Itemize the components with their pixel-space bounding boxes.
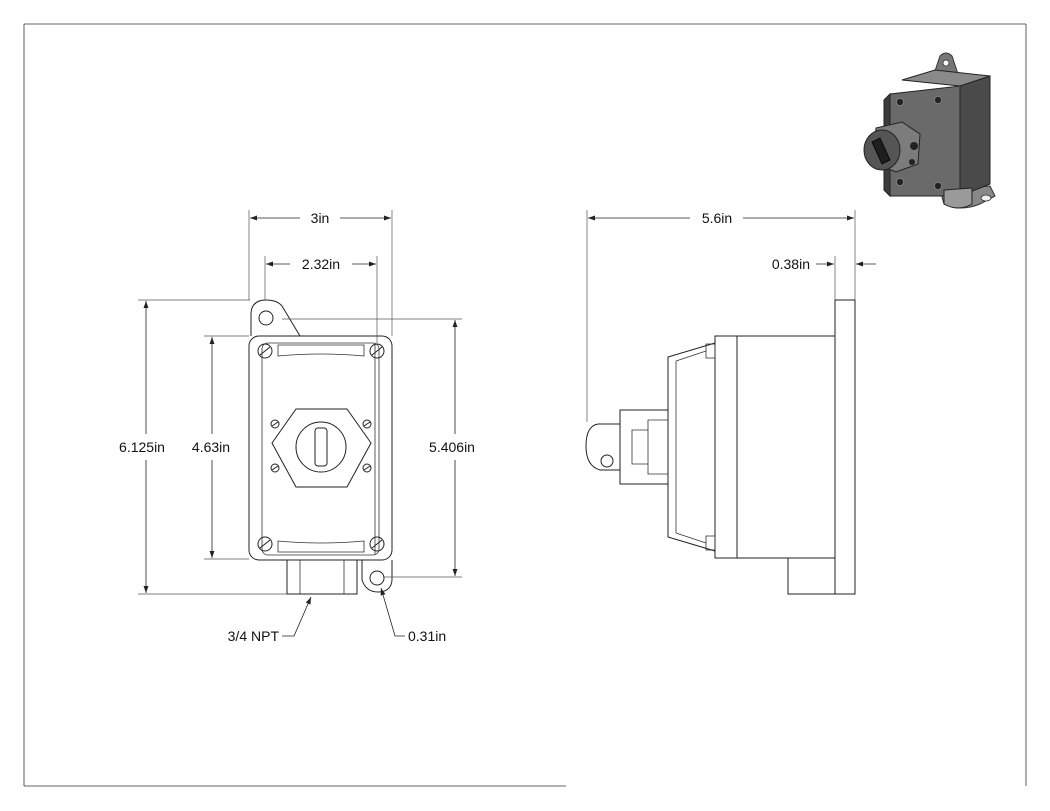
- corner-screw-tl: [257, 343, 273, 359]
- corner-screw-tr: [369, 343, 385, 359]
- side-conduit-hub: [787, 557, 836, 595]
- dim-label-4-63in: 4.63in: [192, 439, 230, 455]
- dim-label-5-6in: 5.6in: [702, 210, 732, 226]
- body-rim: [261, 342, 380, 556]
- front-dimensions: 3in 2.32in 6.125in 4.63in 5.406in 3/4 NP…: [119, 210, 475, 644]
- dim-label-3in: 3in: [311, 210, 330, 226]
- switch-knob: [295, 421, 347, 473]
- back-flange: [834, 299, 856, 595]
- side-view: [585, 299, 856, 595]
- mounting-hole-top: [258, 310, 274, 326]
- side-cover: [714, 335, 738, 559]
- side-switch-operator: [619, 409, 668, 485]
- mounting-ear-top: [250, 299, 301, 337]
- mounting-hole-bottom: [369, 570, 385, 586]
- isometric-render: [863, 52, 996, 209]
- dim-label-0-38in: 0.38in: [772, 256, 810, 272]
- dim-label-npt: 3/4 NPT: [228, 628, 280, 644]
- mounting-ear-bottom: [361, 560, 393, 593]
- corner-screw-br: [369, 536, 385, 552]
- side-boss: [667, 342, 716, 552]
- side-handle: [585, 423, 620, 471]
- dim-label-0-31in: 0.31in: [408, 628, 446, 644]
- sheet-border: [23, 23, 1027, 787]
- switch-boss: [271, 408, 372, 488]
- side-body: [736, 335, 836, 559]
- side-dimensions: 5.6in 0.38in: [586, 210, 876, 422]
- front-view: [248, 299, 393, 595]
- dim-label-6-125in: 6.125in: [119, 439, 165, 455]
- top-cover-bar: [277, 344, 365, 357]
- corner-screw-bl: [257, 536, 273, 552]
- dim-label-2-32in: 2.32in: [302, 256, 340, 272]
- conduit-hub: [286, 559, 358, 595]
- switch-slot: [314, 427, 328, 467]
- bottom-cover-bar: [277, 540, 365, 553]
- body-outline: [248, 335, 393, 561]
- dim-label-5-406in: 5.406in: [429, 439, 475, 455]
